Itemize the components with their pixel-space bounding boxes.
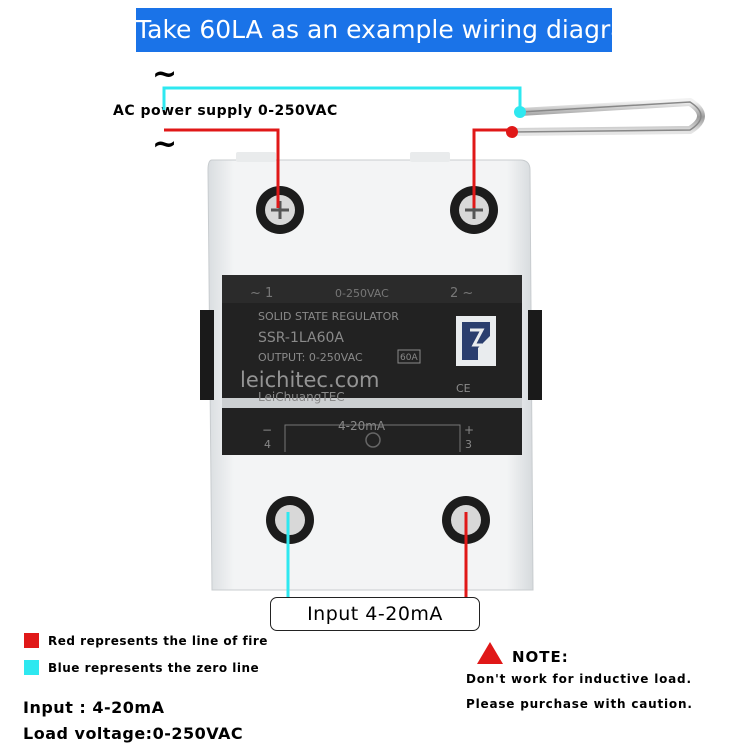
terminal-3-num: 3 — [465, 438, 472, 451]
heating-element-icon — [506, 98, 705, 138]
terminal-4-num: 4 — [264, 438, 271, 451]
legend-red-swatch — [24, 633, 39, 648]
brand-label: LeiChuangTEC — [258, 390, 345, 404]
terminal-2-label: 2 ~ — [450, 286, 473, 301]
warning-triangle-icon — [477, 642, 503, 664]
terminal-1-label: ~ 1 — [250, 286, 273, 301]
note-line-1: Don't work for inductive load. — [466, 672, 692, 686]
screw-terminal-4 — [266, 496, 314, 544]
note-line-2: Please purchase with caution. — [466, 697, 693, 711]
brand-logo-icon — [456, 316, 496, 366]
red-wire-ac-left — [164, 128, 280, 208]
title-banner: Take 60LA as an example wiring diagram — [136, 8, 650, 52]
screw-terminal-2 — [450, 186, 498, 234]
watermark: leichitec.com — [240, 368, 380, 392]
top-rating-label: 0-250VAC — [335, 287, 389, 300]
screw-terminal-1 — [256, 186, 304, 234]
tilde-top: ~ — [152, 57, 178, 92]
red-wire-ac-right — [472, 128, 512, 208]
tilde-bottom: ~ — [152, 127, 178, 162]
legend-blue-text: Blue represents the zero line — [48, 661, 260, 675]
output-label: OUTPUT: 0-250VAC — [258, 351, 363, 364]
note-title: NOTE: — [512, 648, 569, 666]
input-rating-label: 4-20mA — [338, 419, 386, 433]
model-label: SSR-1LA60A — [258, 330, 344, 346]
legend-blue-swatch — [24, 660, 39, 675]
terminal-4-sign: − — [262, 423, 272, 437]
blue-wire-ac — [162, 86, 522, 112]
spec-input: Input : 4-20mA — [23, 698, 165, 717]
ac-power-label: AC power supply 0-250VAC — [113, 103, 338, 119]
legend-red-text: Red represents the line of fire — [48, 634, 268, 648]
terminal-3-sign: + — [464, 423, 474, 437]
type-line: SOLID STATE REGULATOR — [258, 310, 399, 323]
ce-mark: CE — [456, 382, 471, 395]
input-label-box: Input 4-20mA — [270, 597, 480, 631]
current-badge: 60A — [400, 353, 418, 363]
spec-load-voltage: Load voltage:0-250VAC — [23, 724, 244, 743]
